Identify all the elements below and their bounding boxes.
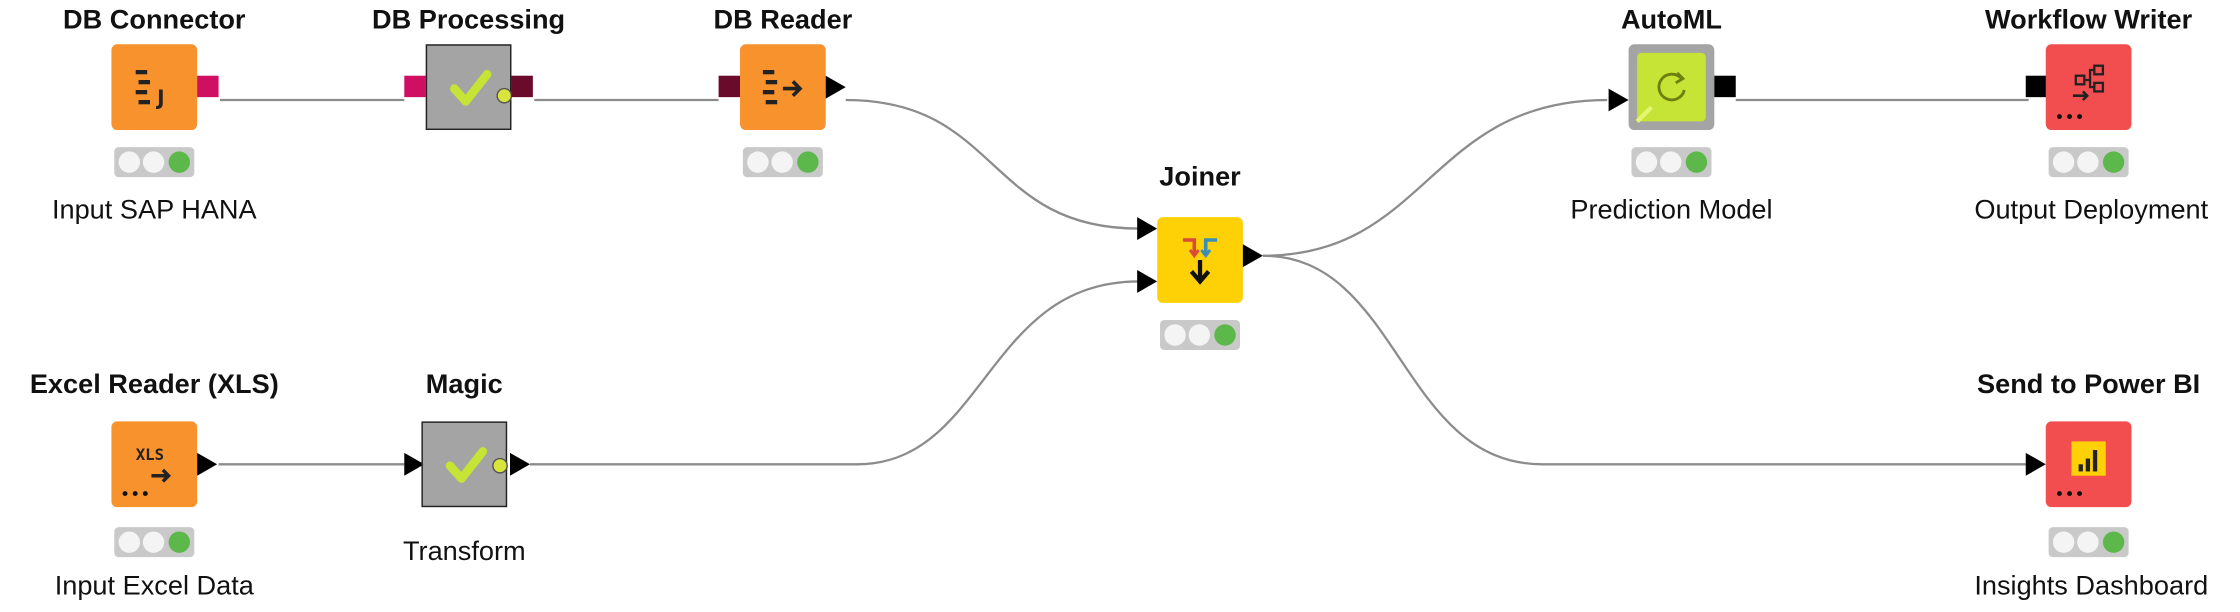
node-title: DB Processing — [372, 5, 566, 36]
svg-text:J: J — [155, 85, 164, 109]
input-port-right-table[interactable] — [1137, 270, 1158, 293]
output-port-db-data[interactable] — [511, 75, 533, 98]
more-options-icon: ••• — [120, 484, 151, 505]
connection-magic-joiner[interactable] — [530, 280, 1139, 466]
connection-dbreader-joiner[interactable] — [845, 98, 1139, 230]
excel-reader-icon[interactable]: XLS ••• — [111, 421, 198, 508]
node-title: Excel Reader (XLS) — [29, 370, 279, 401]
output-port-db-connection[interactable] — [197, 75, 219, 98]
database-reader-icon[interactable] — [740, 44, 826, 131]
node-label: Output Deployment — [1974, 195, 2209, 226]
node-title: Send to Power BI — [1977, 370, 2201, 401]
node-status-indicator — [114, 527, 195, 558]
connection-joiner-automl[interactable] — [1262, 98, 1608, 257]
more-options-icon: ••• — [2054, 107, 2085, 128]
node-label: Input SAP HANA — [51, 195, 257, 226]
node-title: Joiner — [1159, 162, 1241, 193]
output-port-data-table[interactable] — [197, 452, 218, 476]
node-title: Magic — [425, 370, 503, 401]
joiner-icon[interactable] — [1157, 217, 1243, 303]
automl-icon[interactable] — [1628, 44, 1715, 131]
input-port-data-table[interactable] — [2025, 452, 2046, 476]
power-bi-icon[interactable]: ••• — [2045, 421, 2132, 508]
node-label: Transform — [402, 537, 526, 568]
node-status-indicator — [742, 147, 823, 178]
node-status-indicator — [2048, 147, 2129, 178]
input-port-left-table[interactable] — [1137, 217, 1158, 241]
output-port-joined-table[interactable] — [1242, 244, 1263, 268]
input-port-data-table[interactable] — [1608, 88, 1629, 112]
node-label: Insights Dashboard — [1974, 571, 2209, 602]
node-status-indicator — [2048, 527, 2129, 558]
node-status-indicator — [1160, 320, 1241, 351]
output-port-model[interactable] — [1714, 75, 1736, 98]
node-status-indicator — [114, 147, 195, 178]
connection-joiner-powerbi[interactable] — [1262, 254, 2029, 466]
output-port-data-table[interactable] — [510, 452, 531, 476]
workflow-writer-icon[interactable]: ••• — [2045, 44, 2132, 131]
node-title: Workflow Writer — [1985, 5, 2193, 36]
node-title: DB Reader — [713, 5, 853, 36]
node-title: DB Connector — [63, 5, 246, 36]
node-title: AutoML — [1620, 5, 1722, 36]
node-label: Input Excel Data — [54, 571, 254, 602]
checkmark-icon[interactable] — [425, 44, 513, 131]
checkmark-icon[interactable] — [421, 421, 508, 508]
input-port-data-table[interactable] — [404, 452, 425, 476]
input-port-db-data[interactable] — [718, 75, 741, 98]
node-status-indicator — [1631, 147, 1712, 178]
xls-icon-text: XLS — [136, 445, 164, 464]
node-label: Prediction Model — [1570, 195, 1773, 226]
more-options-icon: ••• — [2054, 484, 2085, 505]
database-connector-icon[interactable]: J — [111, 44, 198, 131]
output-port-data-table[interactable] — [825, 75, 846, 99]
input-port-db-connection[interactable] — [404, 75, 426, 98]
input-port-model[interactable] — [2025, 75, 2048, 98]
